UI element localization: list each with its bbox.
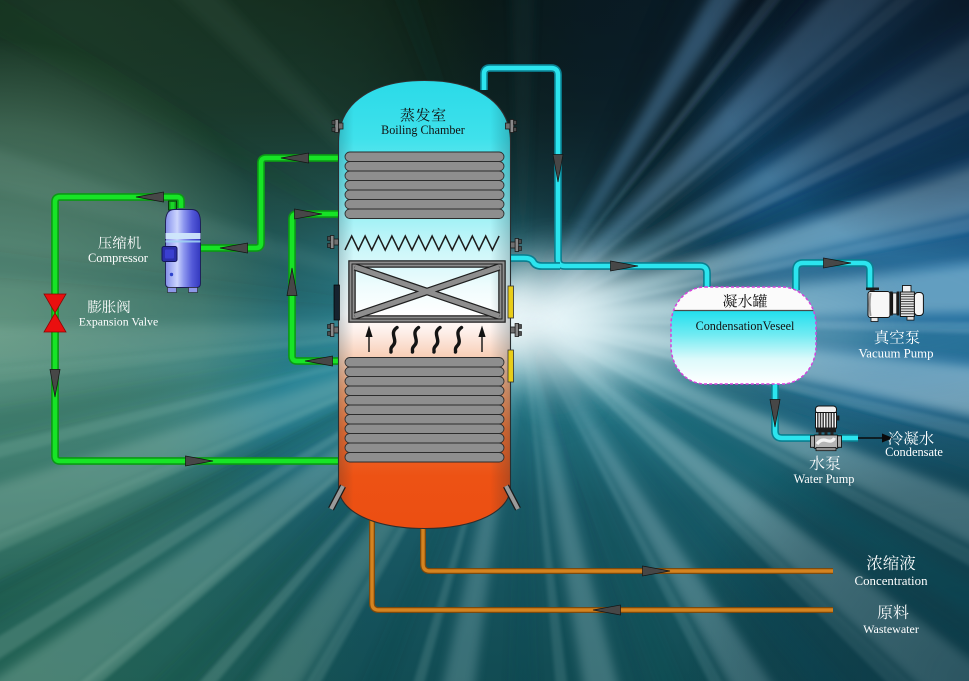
svg-text:Concentration: Concentration	[854, 574, 928, 588]
svg-text:Vacuum Pump: Vacuum Pump	[858, 347, 933, 361]
svg-text:Boiling Chamber: Boiling Chamber	[381, 123, 465, 137]
svg-text:Expansion Valve: Expansion Valve	[79, 315, 158, 329]
svg-text:Water Pump: Water Pump	[794, 472, 855, 486]
svg-text:Compressor: Compressor	[88, 251, 149, 265]
svg-text:Condensate: Condensate	[885, 445, 943, 459]
svg-text:Wastewater: Wastewater	[863, 622, 919, 636]
svg-text:CondensationVeseel: CondensationVeseel	[696, 319, 795, 333]
